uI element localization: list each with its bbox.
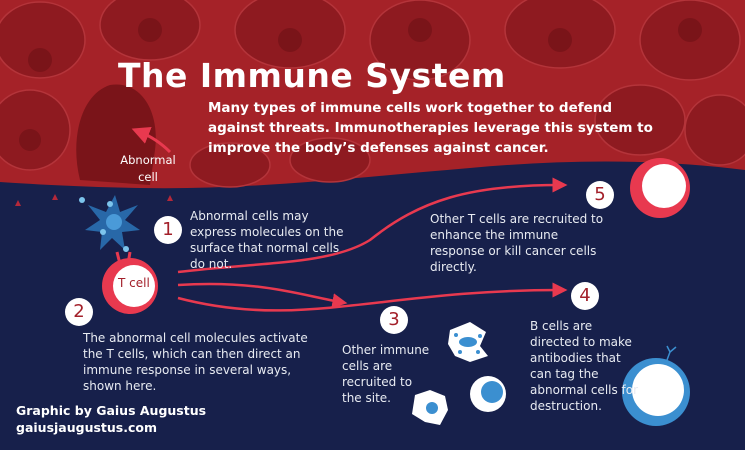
step-1-text: Abnormal cells may express molecules on … [190, 209, 344, 271]
step-5-number: 5 [586, 181, 614, 209]
step-1-number: 1 [154, 216, 182, 244]
step-4-text: B cells are directed to make antibodies … [530, 319, 639, 413]
abnormal-cell-label: Abnormal cell [120, 153, 176, 184]
arrow-to-abnormal-cell [131, 126, 172, 154]
step-2-number: 2 [65, 298, 93, 326]
t-cell-label: T cell [118, 276, 150, 290]
credit: Graphic by Gaius Augustus gaiusjaugustus… [16, 402, 206, 436]
step-2-text: The abnormal cell molecules activate the… [83, 331, 308, 393]
surface-molecule-icon [15, 194, 173, 206]
abnormal-cell [76, 84, 156, 185]
dendritic-cell [79, 195, 140, 252]
immune-cells-group [412, 322, 506, 425]
t-cell [102, 251, 158, 314]
page-title: The Immune System [118, 56, 506, 95]
t-cell-recruited [630, 158, 690, 218]
step-5-text: Other T cells are recruited to enhance t… [430, 212, 604, 274]
credit-website: gaiusjaugustus.com [16, 420, 157, 435]
pathway-arrows [177, 177, 568, 312]
credit-author: Graphic by Gaius Augustus [16, 403, 207, 418]
step-4-number: 4 [571, 282, 599, 310]
subtitle: Many types of immune cells work together… [208, 100, 653, 156]
step-3-text: Other immune cells are recruited to the … [342, 343, 430, 405]
step-3-number: 3 [380, 306, 408, 334]
b-cell [622, 345, 690, 426]
